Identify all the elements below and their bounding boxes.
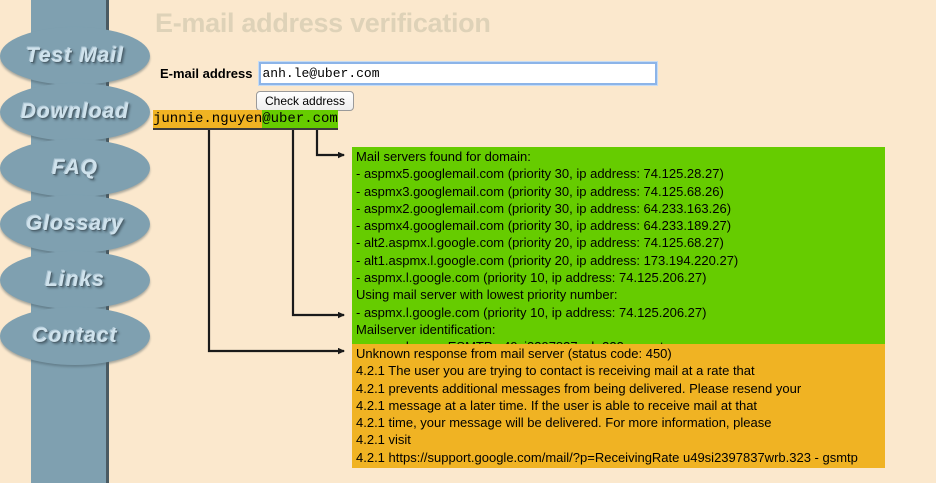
result-line: Mailserver identification: xyxy=(356,321,496,337)
connector-to-mailserver-identification xyxy=(291,130,345,319)
result-line: Mail servers found for domain: xyxy=(356,149,531,164)
sidebar-item-label: Links xyxy=(45,268,105,291)
email-form: E-mail address xyxy=(160,61,658,86)
result-line: - aspmx.l.google.com (priority 10, ip ad… xyxy=(356,270,707,286)
sidebar-item-label: Contact xyxy=(32,324,118,347)
sidebar-item-label: Test Mail xyxy=(25,44,125,67)
result-line: 4.2.1 prevents additional messages from … xyxy=(356,380,802,396)
sidebar-item-label: FAQ xyxy=(51,156,99,179)
result-line: Unknown response from mail server (statu… xyxy=(356,346,672,361)
sidebar-item-faq[interactable]: FAQ xyxy=(0,139,150,197)
result-line: Using mail server with lowest priority n… xyxy=(356,287,618,303)
result-line: - alt1.aspmx.l.google.com (priority 20, … xyxy=(356,252,739,268)
connector-to-mail-servers xyxy=(315,130,345,159)
email-domain-part: @uber.com xyxy=(262,110,338,128)
result-line: 4.2.1 message at a later time. If the us… xyxy=(356,397,758,413)
sidebar-nav: Test Mail Download FAQ Glossary Links Co… xyxy=(0,0,150,483)
result-line: 4.2.1 https://support.google.com/mail/?p… xyxy=(356,449,858,465)
page-title: E-mail address verification xyxy=(155,8,491,38)
sidebar-item-label: Download xyxy=(20,100,130,123)
result-line: - aspmx5.googlemail.com (priority 30, ip… xyxy=(356,166,724,182)
checked-email-pill: junnie.nguyen@uber.com xyxy=(153,110,338,130)
sidebar-item-test-mail[interactable]: Test Mail xyxy=(0,27,150,85)
email-address-label: E-mail address xyxy=(160,66,253,81)
sidebar-item-glossary[interactable]: Glossary xyxy=(0,195,150,253)
email-local-part: junnie.nguyen xyxy=(153,110,263,128)
result-line: - aspmx4.googlemail.com (priority 30, ip… xyxy=(356,218,732,234)
result-line: - alt2.aspmx.l.google.com (priority 20, … xyxy=(356,235,724,251)
sidebar-item-label: Glossary xyxy=(26,212,124,235)
connector-to-unknown-response xyxy=(207,130,345,355)
unknown-response-result-box: Unknown response from mail server (statu… xyxy=(352,344,885,469)
result-line: 4.2.1 visit xyxy=(356,432,411,448)
result-line: 4.2.1 time, your message will be deliver… xyxy=(356,415,772,431)
mail-servers-result-box: Mail servers found for domain: - aspmx5.… xyxy=(352,147,885,358)
sidebar-item-links[interactable]: Links xyxy=(0,251,150,309)
result-line: - aspmx3.googlemail.com (priority 30, ip… xyxy=(356,183,724,199)
check-address-button[interactable]: Check address xyxy=(256,91,355,111)
result-line: 4.2.1 The user you are trying to contact… xyxy=(356,363,755,379)
result-line: - aspmx2.googlemail.com (priority 30, ip… xyxy=(356,200,732,216)
email-input[interactable] xyxy=(257,61,658,86)
result-line: - aspmx.l.google.com (priority 10, ip ad… xyxy=(356,304,707,320)
sidebar-item-contact[interactable]: Contact xyxy=(0,307,150,365)
sidebar-item-download[interactable]: Download xyxy=(0,83,150,141)
